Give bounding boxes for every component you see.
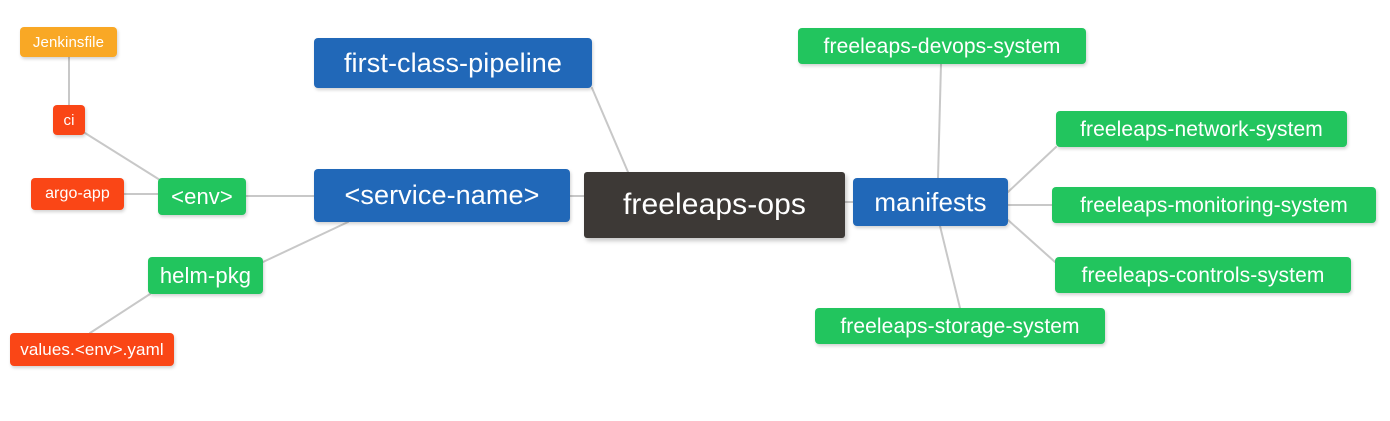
edge-root-first-class-pipeline	[591, 87, 629, 173]
edge-manifests-controls-system	[1007, 219, 1056, 263]
node-label-service-name: <service-name>	[344, 180, 540, 210]
node-label-storage-system: freeleaps-storage-system	[840, 314, 1080, 338]
edge-manifests-network-system	[1007, 146, 1057, 193]
node-manifests[interactable]: manifests	[853, 178, 1008, 226]
node-values-yaml[interactable]: values.<env>.yaml	[10, 333, 174, 366]
node-label-manifests: manifests	[874, 187, 987, 217]
node-argo-app[interactable]: argo-app	[31, 178, 124, 210]
node-label-network-system: freeleaps-network-system	[1080, 117, 1323, 141]
node-monitoring-system[interactable]: freeleaps-monitoring-system	[1052, 187, 1376, 223]
edge-service-name-helm-pkg	[262, 221, 349, 263]
node-jenkinsfile[interactable]: Jenkinsfile	[20, 27, 117, 57]
node-label-helm-pkg: helm-pkg	[159, 262, 252, 288]
node-env[interactable]: <env>	[158, 178, 246, 215]
node-label-ci: ci	[63, 111, 75, 129]
node-service-name[interactable]: <service-name>	[314, 169, 570, 222]
edge-helm-pkg-values-yaml	[89, 293, 151, 334]
node-root[interactable]: freeleaps-ops	[584, 172, 845, 238]
node-label-devops-system: freeleaps-devops-system	[823, 34, 1061, 58]
node-devops-system[interactable]: freeleaps-devops-system	[798, 28, 1086, 64]
node-helm-pkg[interactable]: helm-pkg	[148, 257, 263, 294]
node-label-values-yaml: values.<env>.yaml	[20, 340, 164, 359]
node-first-class-pipeline[interactable]: first-class-pipeline	[314, 38, 592, 88]
node-network-system[interactable]: freeleaps-network-system	[1056, 111, 1347, 147]
node-label-controls-system: freeleaps-controls-system	[1081, 263, 1325, 287]
node-ci[interactable]: ci	[53, 105, 85, 135]
edge-manifests-storage-system	[939, 225, 961, 309]
node-storage-system[interactable]: freeleaps-storage-system	[815, 308, 1105, 344]
node-label-first-class-pipeline: first-class-pipeline	[343, 47, 563, 78]
node-label-argo-app: argo-app	[45, 185, 110, 202]
edge-env-ci	[84, 132, 161, 181]
edge-manifests-devops-system	[937, 63, 942, 179]
node-label-jenkinsfile: Jenkinsfile	[32, 33, 105, 51]
node-controls-system[interactable]: freeleaps-controls-system	[1055, 257, 1351, 293]
node-label-root: freeleaps-ops	[622, 188, 807, 221]
node-label-monitoring-system: freeleaps-monitoring-system	[1080, 193, 1348, 217]
node-label-env: <env>	[171, 183, 233, 209]
